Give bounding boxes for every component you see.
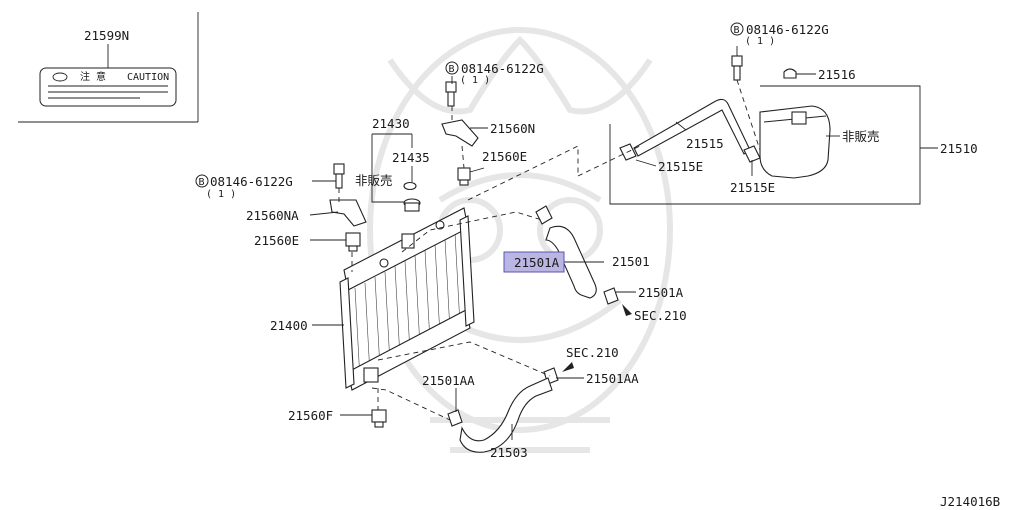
bolt-center-icon[interactable] xyxy=(445,81,457,107)
part-21599n-label[interactable]: 21599N xyxy=(84,28,129,43)
label-21503[interactable]: 21503 xyxy=(490,445,528,460)
label-21560e-top[interactable]: 21560E xyxy=(482,149,527,164)
label-sec210-bottom[interactable]: SEC.210 xyxy=(634,308,687,323)
reservoir-hose-21515[interactable] xyxy=(633,98,751,157)
reservoir-tank-21510[interactable] xyxy=(759,105,831,179)
caution-label-plate xyxy=(39,67,177,107)
label-21501aa-left[interactable]: 21501AA xyxy=(422,373,475,388)
bolt-right-icon[interactable] xyxy=(731,55,743,81)
bolt-left-icon[interactable] xyxy=(333,163,345,189)
svg-text:( 1 ): ( 1 ) xyxy=(745,36,775,47)
label-21515e-top[interactable]: 21515E xyxy=(658,159,703,174)
callout-bolt-center[interactable]: B 08146-6122G ( 1 ) xyxy=(445,61,544,86)
nissan-logo-icon xyxy=(52,72,68,82)
svg-text:08146-6122G: 08146-6122G xyxy=(461,61,544,76)
label-21516[interactable]: 21516 xyxy=(818,67,856,82)
bolt-marker-b: B xyxy=(734,25,740,36)
caution-jp-text: 注 意 xyxy=(80,70,106,83)
label-21515[interactable]: 21515 xyxy=(686,136,724,151)
callout-bolt-left[interactable]: B 08146-6122G ( 1 ) xyxy=(195,174,293,200)
svg-text:( 1 ): ( 1 ) xyxy=(460,75,490,86)
arrow-sec210-bottom-icon xyxy=(622,304,632,316)
label-21560n[interactable]: 21560N xyxy=(490,121,535,136)
reservoir-group-box xyxy=(609,85,921,205)
arrow-sec210-top-icon xyxy=(562,362,574,372)
highlighted-part-21501a[interactable]: 21501A xyxy=(503,251,565,273)
label-21560f[interactable]: 21560F xyxy=(288,408,333,423)
radiator-cap-21430[interactable] xyxy=(403,198,421,212)
label-sec210-top[interactable]: SEC.210 xyxy=(566,345,619,360)
label-not-for-sale-left: 非販売 xyxy=(355,173,393,188)
svg-text:( 1 ): ( 1 ) xyxy=(206,189,236,200)
bracket-21560na[interactable] xyxy=(329,199,367,227)
label-21560na[interactable]: 21560NA xyxy=(246,208,299,223)
label-21501a[interactable]: 21501A xyxy=(638,285,684,300)
label-21430[interactable]: 21430 xyxy=(372,116,410,131)
svg-text:08146-6122G: 08146-6122G xyxy=(210,174,293,189)
highlight-box xyxy=(503,251,565,273)
clamp-21501a-lower[interactable] xyxy=(603,287,619,305)
bolt-marker-b: B xyxy=(449,64,455,75)
label-21400[interactable]: 21400 xyxy=(270,318,308,333)
diagram-code: J214016B xyxy=(940,494,1000,509)
label-21501aa-right[interactable]: 21501AA xyxy=(586,371,639,386)
label-21560e-left[interactable]: 21560E xyxy=(254,233,299,248)
grommet-21560e-left[interactable] xyxy=(345,232,361,252)
svg-text:08146-6122G: 08146-6122G xyxy=(746,22,829,37)
label-21515e-bottom[interactable]: 21515E xyxy=(730,180,775,195)
callout-bolt-right[interactable]: B 08146-6122G ( 1 ) xyxy=(730,22,829,47)
svg-text:21501A: 21501A xyxy=(514,255,560,270)
label-not-for-sale-right: 非販売 xyxy=(842,129,880,144)
label-21510[interactable]: 21510 xyxy=(940,141,978,156)
lower-hose-21503[interactable] xyxy=(459,377,553,453)
caution-en-text: CAUTION xyxy=(127,72,169,83)
seal-21435[interactable] xyxy=(403,181,417,191)
clamp-21501aa-left[interactable] xyxy=(447,409,463,427)
label-21501[interactable]: 21501 xyxy=(612,254,650,269)
bolt-marker-b: B xyxy=(199,177,205,188)
label-21435[interactable]: 21435 xyxy=(392,150,430,165)
grommet-21560f[interactable] xyxy=(371,409,387,428)
bracket-21560n[interactable] xyxy=(441,119,479,147)
clamp-21515e-right[interactable] xyxy=(743,145,761,163)
grommet-21560e-top[interactable] xyxy=(457,167,471,186)
reservoir-cap-21516[interactable] xyxy=(783,68,797,79)
caution-label-panel: 21599N 注 意 CAUTION xyxy=(18,12,199,123)
